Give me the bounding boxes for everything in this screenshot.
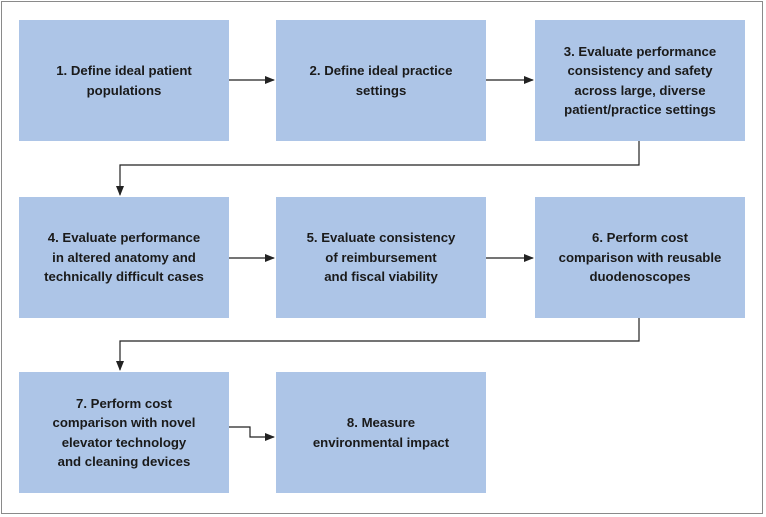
step-3-box: 3. Evaluate performance consistency and s… xyxy=(535,20,745,141)
step-7-line-4: and cleaning devices xyxy=(57,454,191,469)
step-3-line-2: consistency and safety xyxy=(567,63,713,78)
step-6-line-3: duodenoscopes xyxy=(589,269,691,285)
step-1-line-2: populations xyxy=(86,82,162,98)
step-3-line-1: 3. Evaluate performance xyxy=(563,43,717,59)
step-1-line-1: 1. Define ideal patient xyxy=(56,63,192,78)
step-7-box: 7. Perform cost comparison with novel elev… xyxy=(19,372,229,493)
step-4-line-3: technically difficult cases xyxy=(44,269,204,285)
step-8-line-1: 8. Measure xyxy=(346,415,416,430)
step-2-line-1: 2. Define ideal practice xyxy=(309,63,453,78)
arrow-6-to-7 xyxy=(116,318,640,371)
step-3-line-4: patient/practice settings xyxy=(564,102,716,117)
step-2-box: 2. Define ideal practice settings xyxy=(276,20,486,141)
step-8-line-2: environmental impact xyxy=(312,434,450,450)
step-5-line-1: 5. Evaluate consistency xyxy=(306,230,456,246)
step-5-line-3: and fiscal viability xyxy=(324,269,438,285)
step-2-line-2: settings xyxy=(355,82,407,98)
step-6-box: 6. Perform cost comparison with reusable d… xyxy=(535,197,745,318)
step-5-line-2: of reimbursement xyxy=(325,249,437,265)
step-4-line-2: in altered anatomy and xyxy=(52,249,196,265)
step-7-line-1: 7. Perform cost xyxy=(75,395,172,411)
step-6-line-1: 6. Perform cost xyxy=(591,230,688,246)
step-4-box: 4. Evaluate performance in altered anatom… xyxy=(19,197,229,318)
step-1-box: 1. Define ideal patient populations xyxy=(19,20,229,141)
step-7-line-2: comparison with novel xyxy=(52,415,196,430)
step-7-line-3: elevator technology xyxy=(61,434,187,450)
step-5-box: 5. Evaluate consistency of reimbursement a… xyxy=(276,197,486,318)
step-8-box: 8. Measure environmental impact xyxy=(276,372,486,493)
step-4-line-1: 4. Evaluate performance xyxy=(47,230,201,246)
step-3-line-3: across large, diverse xyxy=(574,82,706,98)
arrow-3-to-4 xyxy=(116,141,640,196)
arrow-7-to-8 xyxy=(229,426,275,441)
step-6-line-2: comparison with reusable xyxy=(558,249,722,265)
